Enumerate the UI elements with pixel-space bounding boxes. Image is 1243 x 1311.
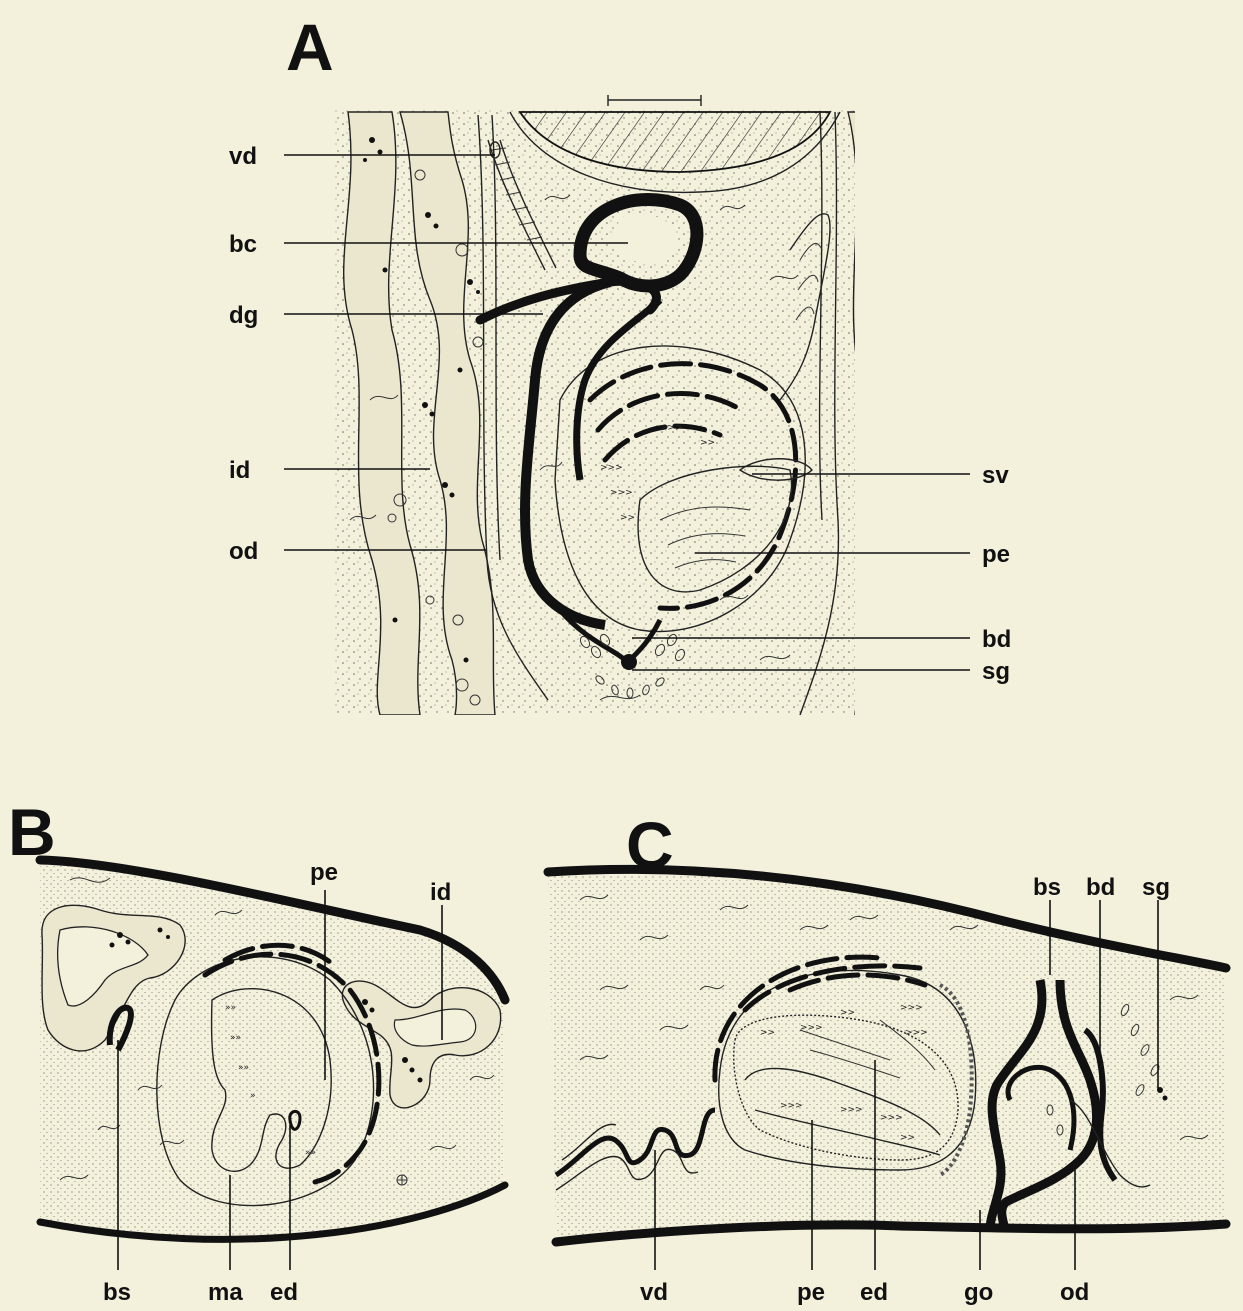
svg-text:>>: >> bbox=[760, 1028, 775, 1038]
svg-text:>>>: >>> bbox=[780, 1101, 803, 1111]
svg-text:»»: »» bbox=[230, 1033, 241, 1043]
svg-text:>>: >> bbox=[620, 513, 635, 523]
panel-c-section: >>>>>>> >>>>>>>>> >>>>>>>> bbox=[540, 850, 1240, 1250]
label-c-bs: bs bbox=[1033, 874, 1061, 901]
label-c-sg: sg bbox=[1142, 874, 1170, 901]
label-c-ed: ed bbox=[860, 1279, 888, 1306]
panel-b: B »»»»»» »»» bbox=[0, 795, 520, 1306]
label-a-vd: vd bbox=[229, 143, 257, 170]
label-b-id: id bbox=[430, 879, 451, 906]
label-a-bc: bc bbox=[229, 231, 257, 258]
svg-text:»»: »» bbox=[225, 1003, 236, 1013]
label-a-sg: sg bbox=[982, 658, 1010, 685]
label-c-bd: bd bbox=[1086, 874, 1115, 901]
label-c-pe: pe bbox=[797, 1279, 825, 1306]
svg-text:>>>: >>> bbox=[610, 488, 633, 498]
label-a-od: od bbox=[229, 538, 258, 565]
panel-a: A bbox=[229, 10, 1011, 715]
label-b-bs: bs bbox=[103, 1279, 131, 1306]
label-a-dg: dg bbox=[229, 302, 258, 329]
label-b-ma: ma bbox=[208, 1279, 243, 1306]
panel-c: C >>>>>>> >>>>>>>>> >>>>>>>> bbox=[540, 808, 1240, 1306]
svg-text:>>>: >>> bbox=[660, 423, 683, 433]
svg-text:>>: >> bbox=[700, 438, 715, 448]
svg-text:>>>: >>> bbox=[800, 1023, 823, 1033]
svg-text:>>: >> bbox=[840, 1008, 855, 1018]
svg-text:>>>: >>> bbox=[905, 1028, 928, 1038]
label-a-id: id bbox=[229, 457, 250, 484]
label-a-bd: bd bbox=[982, 626, 1011, 653]
panel-a-section: >>>>>> >>>>> >> bbox=[335, 110, 963, 715]
svg-text:>>: >> bbox=[900, 1133, 915, 1143]
label-c-vd: vd bbox=[640, 1279, 668, 1306]
svg-text:>>>: >>> bbox=[900, 1003, 923, 1013]
svg-text:>>>: >>> bbox=[880, 1113, 903, 1123]
label-c-od: od bbox=[1060, 1279, 1089, 1306]
panel-a-letter: A bbox=[286, 10, 334, 84]
label-b-pe: pe bbox=[310, 859, 338, 886]
label-a-sv: sv bbox=[982, 462, 1009, 489]
svg-text:»: » bbox=[250, 1091, 256, 1101]
svg-text:»»: »» bbox=[305, 1148, 316, 1158]
svg-text:>>>: >>> bbox=[600, 463, 623, 473]
svg-text:>>>: >>> bbox=[840, 1105, 863, 1115]
scale-bar bbox=[608, 95, 701, 106]
label-a-pe: pe bbox=[982, 541, 1010, 568]
label-c-go: go bbox=[964, 1279, 993, 1306]
svg-text:»»: »» bbox=[238, 1063, 249, 1073]
label-b-ed: ed bbox=[270, 1279, 298, 1306]
